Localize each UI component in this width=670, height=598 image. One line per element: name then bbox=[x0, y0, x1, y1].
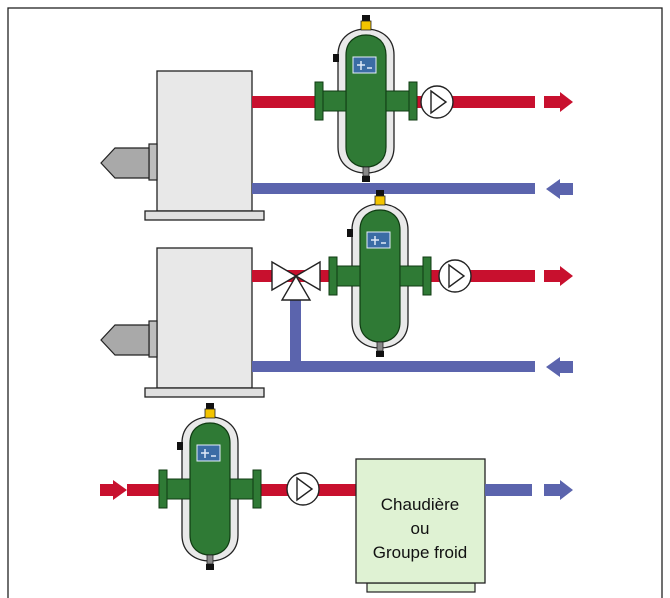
air-dirt-separator-icon bbox=[314, 14, 418, 183]
flow-arrow-icon bbox=[544, 266, 573, 286]
bypass-pipe bbox=[290, 290, 301, 368]
circulator-pump-icon bbox=[438, 259, 472, 293]
air-dirt-separator-icon bbox=[158, 402, 262, 571]
flow-arrow-icon bbox=[544, 92, 573, 112]
unit-label-line2: ou bbox=[411, 519, 430, 538]
boiler-or-chiller-unit: Chaudière ou Groupe froid bbox=[355, 458, 486, 593]
air-dirt-separator-icon bbox=[328, 189, 432, 358]
boiler-icon bbox=[100, 70, 265, 221]
circulator-pump-icon bbox=[286, 472, 320, 506]
return-pipe bbox=[252, 183, 535, 194]
installation-row-2 bbox=[100, 189, 573, 398]
boiler-icon bbox=[100, 247, 265, 398]
flow-arrow-icon bbox=[100, 480, 127, 500]
installation-row-3: Chaudière ou Groupe froid bbox=[100, 402, 573, 593]
diagram-frame bbox=[7, 7, 663, 598]
return-pipe bbox=[252, 361, 535, 372]
circulator-pump-icon bbox=[420, 85, 454, 119]
unit-label-line1: Chaudière bbox=[381, 495, 459, 514]
flow-arrow-icon bbox=[546, 179, 573, 199]
return-pipe bbox=[485, 484, 532, 496]
flow-arrow-icon bbox=[546, 357, 573, 377]
three-way-valve-icon bbox=[271, 260, 321, 301]
unit-label-line3: Groupe froid bbox=[373, 543, 468, 562]
installation-row-1 bbox=[100, 14, 573, 221]
flow-arrow-icon bbox=[544, 480, 573, 500]
